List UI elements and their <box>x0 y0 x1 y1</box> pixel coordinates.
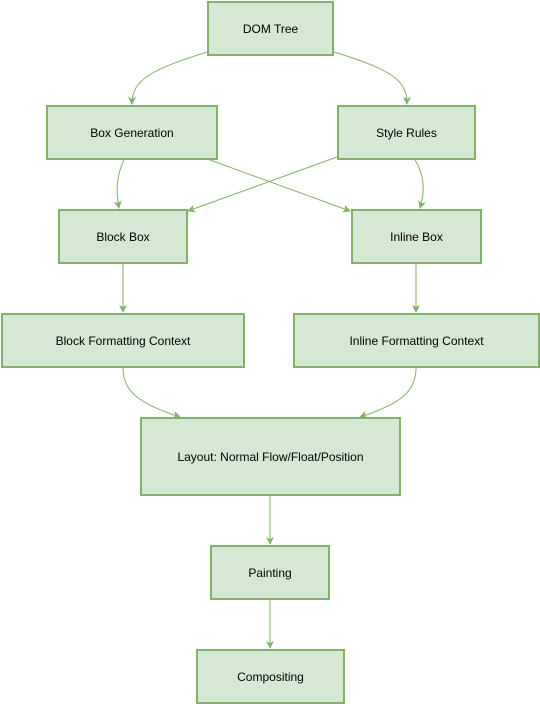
node-block-formatting-context: Block Formatting Context <box>1 313 245 368</box>
node-dom-tree-label: DOM Tree <box>242 21 299 36</box>
edge-box-generation-to-inline-box <box>209 159 351 213</box>
node-inline-formatting-context-label: Inline Formatting Context <box>349 333 484 348</box>
node-inline-formatting-context: Inline Formatting Context <box>293 313 540 368</box>
edge-box-generation-to-block-box <box>113 159 125 209</box>
node-compositing: Compositing <box>196 649 345 704</box>
node-dom-tree: DOM Tree <box>207 1 334 56</box>
node-box-generation-label: Box Generation <box>90 125 174 140</box>
node-painting: Painting <box>210 545 330 600</box>
node-painting-label: Painting <box>248 565 292 580</box>
node-block-box: Block Box <box>58 209 188 264</box>
node-inline-box-label: Inline Box <box>390 229 443 244</box>
node-block-formatting-context-label: Block Formatting Context <box>55 333 191 348</box>
node-block-box-label: Block Box <box>96 229 150 244</box>
node-style-rules-label: Style Rules <box>376 125 437 140</box>
edge-style-rules-to-block-box <box>187 156 338 213</box>
edge-inline-formatting-context-to-layout <box>359 367 417 419</box>
node-layout-label: Layout: Normal Flow/Float/Position <box>177 449 364 464</box>
node-inline-box: Inline Box <box>351 209 482 264</box>
edge-dom-tree-to-style-rules <box>333 51 411 105</box>
node-layout: Layout: Normal Flow/Float/Position <box>140 417 401 496</box>
edge-block-formatting-context-to-layout <box>122 367 181 419</box>
node-compositing-label: Compositing <box>237 669 304 684</box>
node-style-rules: Style Rules <box>337 105 476 160</box>
edge-style-rules-to-inline-box <box>414 159 426 209</box>
node-box-generation: Box Generation <box>46 105 218 160</box>
edge-dom-tree-to-box-generation <box>128 51 208 105</box>
